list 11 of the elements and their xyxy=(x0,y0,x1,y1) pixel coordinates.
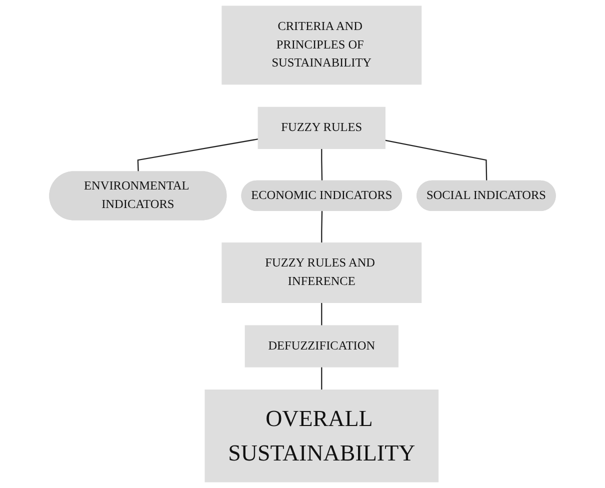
connector xyxy=(321,211,323,243)
node-box: FUZZY RULES xyxy=(258,106,386,149)
connector xyxy=(321,148,323,182)
node-box: CRITERIA AND PRINCIPLES OF SUSTAINABILITY xyxy=(222,6,422,85)
node-box: FUZZY RULES AND INFERENCE xyxy=(222,242,422,303)
connector xyxy=(137,138,258,172)
node-box: OVERALL SUSTAINABILITY xyxy=(204,390,439,482)
connector xyxy=(321,366,322,390)
connector xyxy=(321,302,322,326)
connector xyxy=(384,140,488,182)
node-box: DEFUZZIFICATION xyxy=(244,325,398,368)
